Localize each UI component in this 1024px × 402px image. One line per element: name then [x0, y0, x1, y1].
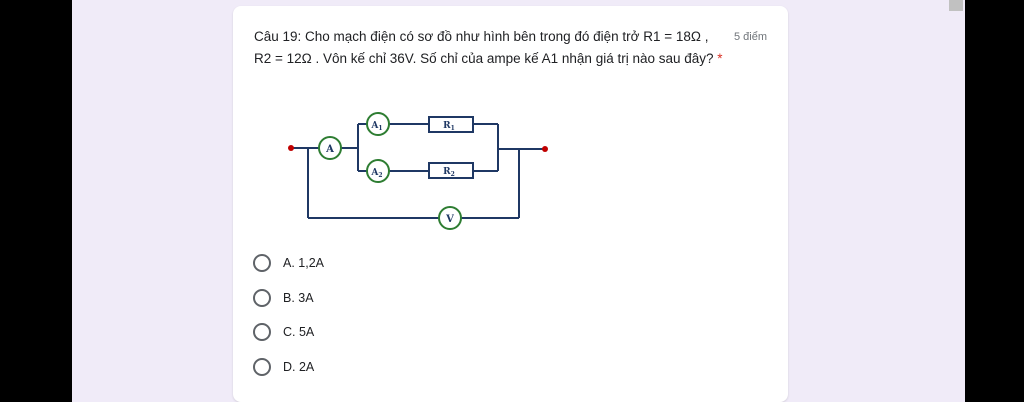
svg-text:V: V — [445, 214, 454, 225]
ammeter-1: A1 — [366, 112, 390, 136]
svg-text:R1: R1 — [443, 121, 455, 132]
option-d[interactable]: D. 2A — [253, 350, 324, 385]
option-a[interactable]: A. 1,2A — [253, 246, 324, 281]
radio-button[interactable] — [253, 288, 271, 307]
terminal-right — [542, 146, 548, 152]
radio-button[interactable] — [253, 323, 271, 342]
option-label: C. 5A — [283, 325, 315, 340]
circuit-diagram: A A1 A2 R1 R2 V — [288, 112, 548, 230]
voltmeter: V — [438, 206, 462, 230]
svg-text:A1: A1 — [370, 121, 382, 132]
scrollbar-thumb[interactable] — [949, 0, 963, 11]
option-label: B. 3A — [283, 290, 314, 305]
resistor-1: R1 — [428, 116, 474, 133]
svg-text:A2: A2 — [370, 168, 382, 179]
option-b[interactable]: B. 3A — [253, 281, 324, 316]
right-margin — [965, 0, 1024, 402]
points-label: 5 điểm — [733, 31, 767, 43]
question-text: Câu 19: Cho mạch điện có sơ đồ như hình … — [254, 29, 714, 66]
option-label: A. 1,2A — [283, 256, 324, 271]
question-card: Câu 19: Cho mạch điện có sơ đồ như hình … — [233, 6, 788, 402]
ammeter-main: A — [318, 136, 342, 160]
question-title: Câu 19: Cho mạch điện có sơ đồ như hình … — [254, 26, 724, 70]
svg-text:R2: R2 — [443, 167, 455, 178]
option-c[interactable]: C. 5A — [253, 315, 324, 350]
option-label: D. 2A — [283, 359, 315, 374]
resistor-2: R2 — [428, 162, 474, 179]
ammeter-2: A2 — [366, 159, 390, 183]
radio-button[interactable] — [253, 254, 271, 273]
svg-text:A: A — [325, 144, 334, 155]
answer-options: A. 1,2A B. 3A C. 5A D. 2A — [253, 246, 324, 384]
terminal-left — [288, 145, 294, 151]
radio-button[interactable] — [253, 357, 271, 376]
required-asterisk: * — [717, 51, 723, 66]
